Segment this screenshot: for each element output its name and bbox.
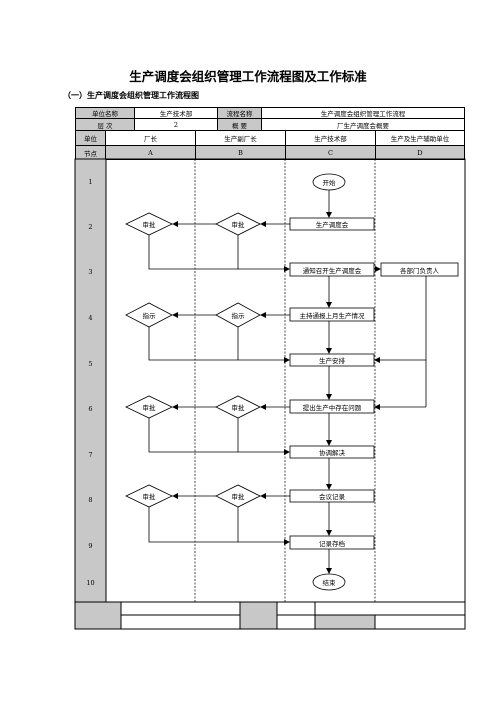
node-number: 6 (88, 405, 93, 413)
decision-approve: 审批 (142, 493, 156, 501)
step-report-last-month: 主持通报上月生产情况 (299, 311, 365, 320)
step-meeting-minutes: 会议记录 (319, 493, 345, 501)
step-coordinate-resolve: 协调解决 (319, 449, 345, 457)
node-number: 7 (88, 451, 93, 459)
end-terminal (312, 573, 346, 591)
step-raise-problems: 提出生产中存在问题 (302, 403, 362, 412)
decision-approve: 审批 (231, 493, 245, 501)
page-title: 生产调度会组织管理工作流程图及工作标准 (129, 69, 367, 84)
node-number: 3 (88, 268, 93, 276)
decision-approve: 审批 (142, 404, 156, 412)
node-number: 5 (88, 360, 93, 368)
node-number: 1 (88, 178, 93, 186)
node-number: 8 (88, 496, 93, 504)
decision-approve: 审批 (231, 221, 245, 229)
node-number: 2 (88, 223, 93, 231)
step-notify-meeting: 通知召开生产调度会 (302, 266, 362, 275)
step-production-arrangement: 生产安排 (319, 357, 345, 365)
step-production-meeting: 生产调度会 (315, 221, 349, 229)
step-archive-records: 记录存档 (319, 539, 345, 548)
decision-instruct: 指示 (142, 312, 156, 320)
node-number: 10 (86, 579, 95, 587)
decision-approve: 审批 (231, 404, 245, 412)
decision-approve: 审批 (142, 221, 156, 229)
node-number: 9 (88, 542, 93, 550)
section-subtitle: （一）生产调度会组织管理工作流程图 (63, 91, 199, 100)
node-number: 4 (88, 314, 93, 322)
decision-instruct: 指示 (231, 312, 245, 320)
start-label: 开始 (322, 179, 336, 187)
step-department-heads: 各部门负责人 (400, 266, 439, 275)
end-label: 结束 (322, 579, 336, 587)
